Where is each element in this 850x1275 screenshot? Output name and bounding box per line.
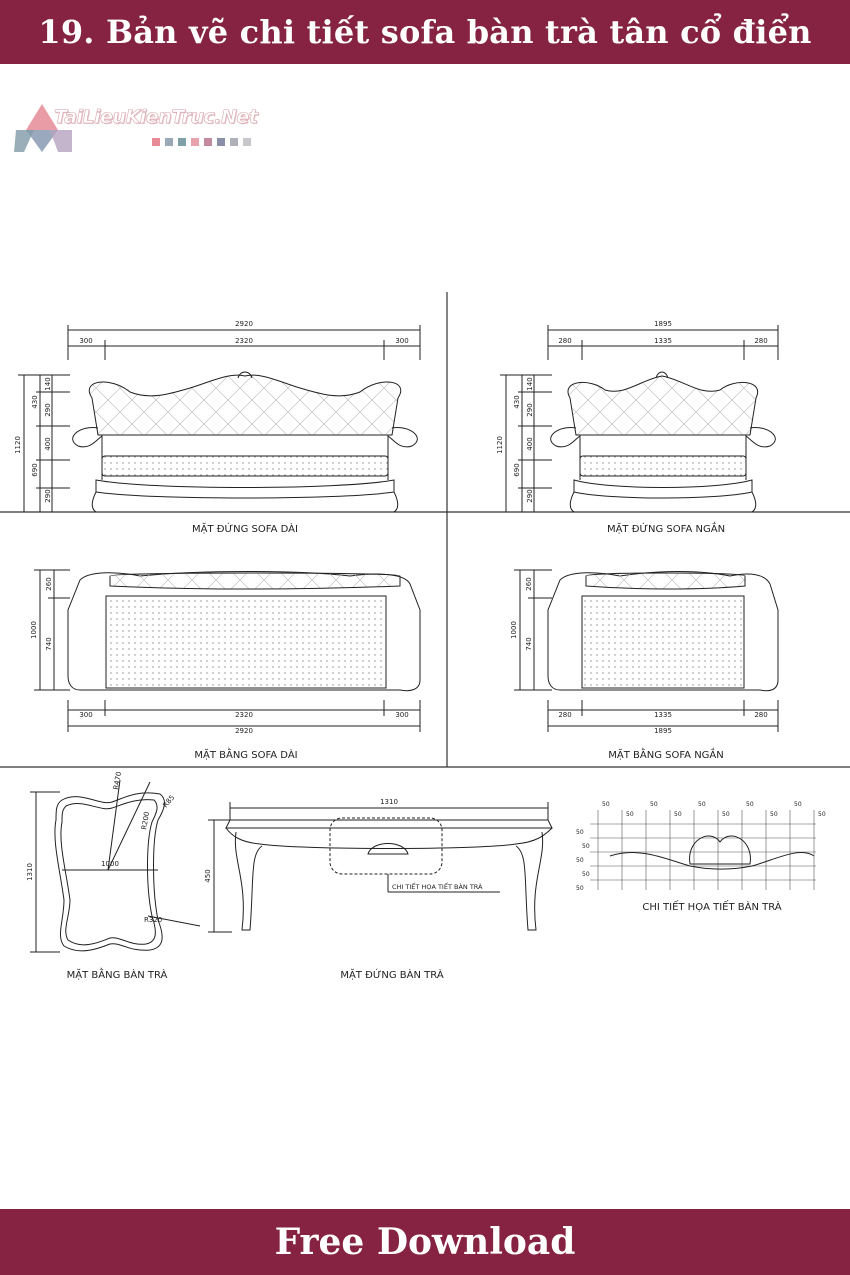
dim-label: 2320 <box>235 337 253 345</box>
grid-step-label: 50 <box>818 811 826 818</box>
view-label: MẶT ĐỨNG SOFA NGẮN <box>607 521 725 535</box>
dim-label: 280 <box>558 711 571 719</box>
grid-step-label: 50 <box>582 871 590 878</box>
short-plan-labels: 1000 260 740 280 1335 280 1895 MẶT BẰNG … <box>510 577 768 761</box>
logo-text: TaiLieuKienTruc.Net <box>54 106 258 129</box>
table-elevation-labels: 1310 450 CHI TIẾT HỌA TIẾT BÀN TRÀ MẶT Đ… <box>204 798 483 981</box>
site-logo[interactable]: TaiLieuKienTruc.Net <box>14 100 264 160</box>
dim-label: R470 <box>112 771 123 790</box>
dim-label: 290 <box>44 403 52 416</box>
logo-swatch <box>178 138 186 146</box>
logo-swatch <box>217 138 225 146</box>
grid-step-label: 50 <box>576 885 584 892</box>
dim-label: 1895 <box>654 320 672 328</box>
long-sofa-plan <box>34 569 421 732</box>
dim-label: 2920 <box>235 727 253 735</box>
dim-label: 740 <box>45 637 53 650</box>
dim-label: 300 <box>79 711 92 719</box>
grid-step-label: 50 <box>746 801 754 808</box>
grid-step-label: 50 <box>602 801 610 808</box>
short-sofa-plan <box>514 569 779 732</box>
grid-step-label: 50 <box>770 811 778 818</box>
dim-label: 2320 <box>235 711 253 719</box>
dim-label: 300 <box>79 337 92 345</box>
dim-label: 430 <box>513 395 521 408</box>
callout-label: CHI TIẾT HỌA TIẾT BÀN TRÀ <box>392 881 483 891</box>
dim-label: 260 <box>45 577 53 590</box>
dim-label: 140 <box>44 377 52 390</box>
dim-label: 1120 <box>496 436 504 454</box>
grid-step-label: 50 <box>794 801 802 808</box>
view-label: MẶT ĐỨNG BÀN TRÀ <box>340 968 444 981</box>
long-elevation-labels: 2920 300 2320 300 1120 430 690 140 290 4… <box>14 320 409 535</box>
logo-swatch <box>165 138 173 146</box>
dim-label: 300 <box>395 337 408 345</box>
dim-label: 280 <box>754 337 767 345</box>
grid-step-label: 50 <box>582 843 590 850</box>
logo-swatch <box>204 138 212 146</box>
dim-label: R85 <box>161 794 176 810</box>
view-label: CHI TIẾT HỌA TIẾT BÀN TRÀ <box>642 899 781 913</box>
grid-step-label: 50 <box>650 801 658 808</box>
dim-label: 2920 <box>235 320 253 328</box>
drawing-frame <box>0 292 850 768</box>
dim-label: 1000 <box>30 621 38 639</box>
dim-label: 1310 <box>26 863 34 881</box>
logo-swatch <box>152 138 160 146</box>
ornament-detail <box>590 810 816 890</box>
dim-label: 690 <box>31 463 39 476</box>
long-plan-labels: 1000 260 740 300 2320 300 2920 MẶT BẰNG … <box>30 577 409 761</box>
dim-label: 400 <box>44 437 52 450</box>
dim-label: 290 <box>526 489 534 502</box>
table-elevation <box>208 802 553 933</box>
dim-label: 450 <box>204 869 212 882</box>
dim-label: 300 <box>395 711 408 719</box>
dim-label: 1120 <box>14 436 22 454</box>
logo-swatch <box>191 138 199 146</box>
dim-label: 290 <box>526 403 534 416</box>
dim-label: 740 <box>525 637 533 650</box>
dim-label: 1000 <box>101 860 119 868</box>
dim-label: 400 <box>526 437 534 450</box>
dim-label: 280 <box>558 337 571 345</box>
short-sofa-elevation <box>500 325 779 513</box>
grid-step-label: 50 <box>576 857 584 864</box>
ornament-labels: CHI TIẾT HỌA TIẾT BÀN TRÀ 50 50 50 50 50 50 50… <box>576 801 826 913</box>
view-label: MẶT ĐỨNG SOFA DÀI <box>192 522 298 535</box>
long-sofa-elevation <box>18 325 421 513</box>
dim-label: R200 <box>140 811 151 830</box>
view-label: MẶT BẰNG SOFA NGẮN <box>608 747 724 761</box>
logo-swatch <box>243 138 251 146</box>
dim-label: 140 <box>526 377 534 390</box>
dim-label: 290 <box>44 489 52 502</box>
free-download-button[interactable]: Free Download <box>0 1209 850 1275</box>
dim-label: 1000 <box>510 621 518 639</box>
grid-step-label: 50 <box>698 801 706 808</box>
title-bar: 19. Bản vẽ chi tiết sofa bàn trà tân cổ … <box>0 0 850 64</box>
dim-label: 260 <box>525 577 533 590</box>
logo-mark-icon <box>14 104 251 152</box>
dim-label: 1335 <box>654 711 672 719</box>
grid-step-label: 50 <box>722 811 730 818</box>
free-download-label: Free Download <box>274 1221 576 1263</box>
table-plan <box>30 779 201 953</box>
grid-step-label: 50 <box>674 811 682 818</box>
view-label: MẶT BẰNG BÀN TRÀ <box>67 967 168 981</box>
dim-label: 430 <box>31 395 39 408</box>
dim-label: 1895 <box>654 727 672 735</box>
dim-label: R320 <box>144 916 162 924</box>
grid-step-label: 50 <box>576 829 584 836</box>
page-title: 19. Bản vẽ chi tiết sofa bàn trà tân cổ … <box>38 13 812 51</box>
dim-label: 1310 <box>380 798 398 806</box>
view-label: MẶT BẰNG SOFA DÀI <box>194 747 297 761</box>
grid-step-label: 50 <box>626 811 634 818</box>
dim-label: 1335 <box>654 337 672 345</box>
dim-label: 690 <box>513 463 521 476</box>
short-elevation-labels: 1895 280 1335 280 1120 430 690 140 290 4… <box>496 320 768 535</box>
cad-drawing: 2920 300 2320 300 1120 430 690 140 290 4… <box>0 292 850 981</box>
dim-label: 280 <box>754 711 767 719</box>
logo-swatch <box>230 138 238 146</box>
